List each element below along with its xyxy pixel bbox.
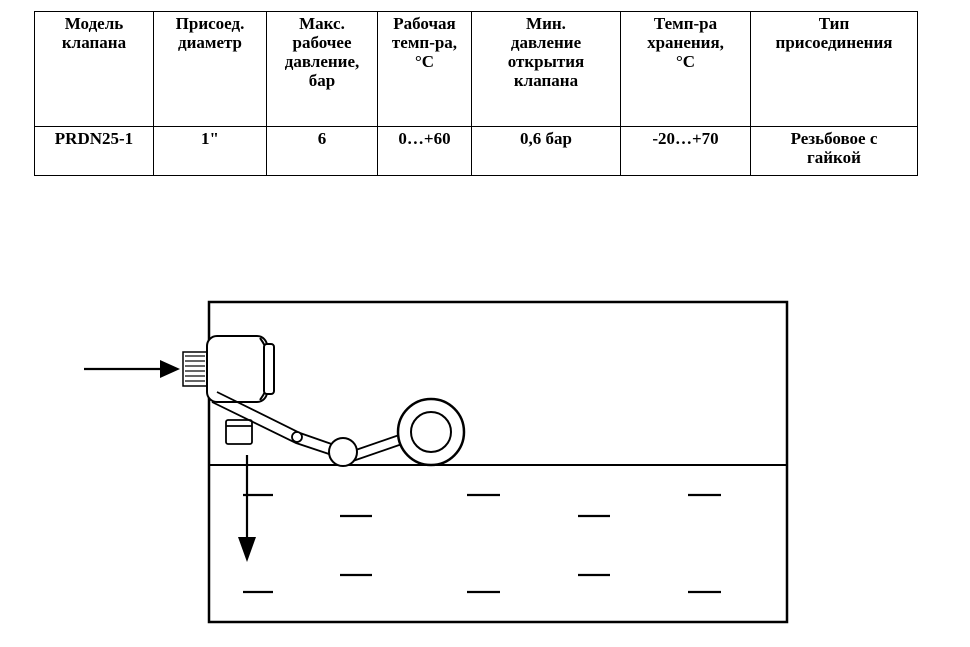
cell-storage-temp: -20…+70 bbox=[620, 126, 751, 176]
water-dashes bbox=[243, 493, 721, 594]
header-connection-type: Тип присоединения bbox=[750, 11, 918, 127]
cell-connection-type: Резьбовое с гайкой bbox=[750, 126, 918, 176]
cell-max-pressure: 6 bbox=[266, 126, 378, 176]
outflow-arrow-icon bbox=[238, 455, 256, 562]
inflow-arrow-icon bbox=[84, 360, 180, 378]
table-row: PRDN25-1 1" 6 0…+60 0,6 бар -20…+70 Резь… bbox=[34, 126, 918, 176]
header-working-temp: Рабочая темп-ра, °С bbox=[377, 11, 472, 127]
header-model: Модель клапана bbox=[34, 11, 154, 127]
tank-outline bbox=[207, 300, 789, 624]
cell-working-temp: 0…+60 bbox=[377, 126, 472, 176]
header-min-open-pressure: Мин. давление открытия клапана bbox=[471, 11, 621, 127]
float-ball bbox=[396, 397, 466, 467]
threaded-connector bbox=[182, 351, 208, 387]
cell-model: PRDN25-1 bbox=[34, 126, 154, 176]
header-max-pressure: Макс. рабочее давление, бар bbox=[266, 11, 378, 127]
table-header-row: Модель клапана Присоед. диаметр Макс. ра… bbox=[34, 11, 918, 127]
spec-table: Модель клапана Присоед. диаметр Макс. ра… bbox=[34, 11, 918, 176]
header-storage-temp: Темп-ра хранения, °С bbox=[620, 11, 751, 127]
cell-min-open-pressure: 0,6 бар bbox=[471, 126, 621, 176]
float-lever-arm bbox=[211, 391, 406, 463]
pivot-joint bbox=[328, 437, 358, 467]
valve-body bbox=[206, 335, 275, 403]
valve-outlet bbox=[225, 419, 253, 445]
header-diameter: Присоед. диаметр bbox=[153, 11, 267, 127]
